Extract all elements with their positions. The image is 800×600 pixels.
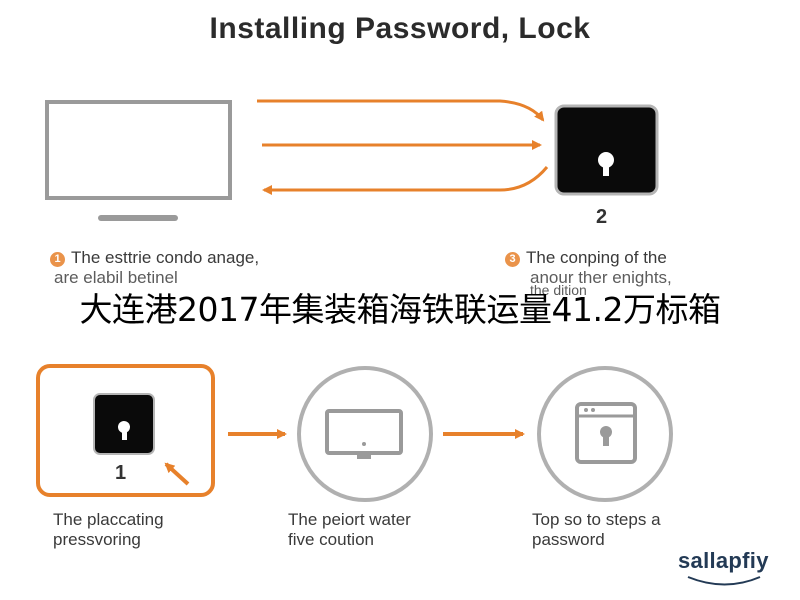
monitor-icon bbox=[45, 100, 232, 221]
keyhole-icon bbox=[118, 421, 130, 440]
step-1-label-line1: The placcating bbox=[53, 510, 164, 529]
step-2-label: The peiort water five coution bbox=[288, 510, 411, 550]
step-3-circle bbox=[537, 366, 673, 502]
news-caption: 大连港2017年集装箱海铁联运量41.2万标箱 bbox=[79, 290, 721, 329]
flow-arrows-top bbox=[257, 99, 549, 195]
step-2-label-line1: The peiort water bbox=[288, 510, 411, 529]
left-note-line2: are elabil betinel bbox=[54, 268, 178, 287]
monitor-icon bbox=[325, 409, 403, 459]
arrow-to-monitor bbox=[262, 166, 549, 195]
browser-lock-icon bbox=[575, 402, 637, 464]
arrow-to-lock-upper bbox=[257, 99, 545, 122]
step-1-label: The placcating pressvoring bbox=[53, 510, 164, 550]
step-2-circle bbox=[297, 366, 433, 502]
right-note-line2: anour ther enights, bbox=[530, 268, 672, 287]
keyhole-icon bbox=[598, 152, 614, 176]
brand-smile-icon bbox=[687, 576, 761, 586]
step-1-label-line2: pressvoring bbox=[53, 530, 141, 549]
step-3-label-line1: Top so to steps a bbox=[532, 510, 661, 529]
step-badge-icon: 3 bbox=[505, 252, 520, 267]
step-number-2: 2 bbox=[596, 206, 608, 228]
left-note: 1 The esttrie condo anage, are elabil bet… bbox=[50, 248, 259, 288]
left-note-line1: The esttrie condo anage, bbox=[71, 248, 260, 267]
right-note-line3: the dition bbox=[530, 282, 587, 298]
pointer-arrow bbox=[164, 462, 190, 486]
step-3-label-line2: password bbox=[532, 530, 605, 549]
brand-logo: sallapfiy bbox=[678, 548, 769, 573]
lock-tile-step-2 bbox=[554, 104, 659, 196]
step-3-label: Top so to steps a password bbox=[532, 510, 661, 550]
right-note-line1: The conping of the bbox=[526, 248, 667, 267]
step-number-1: 1 bbox=[115, 462, 127, 484]
step-2-label-line2: five coution bbox=[288, 530, 374, 549]
step-badge-icon: 1 bbox=[50, 252, 65, 267]
diagram-title: Installing Password, Lock bbox=[209, 12, 591, 45]
step-1-card bbox=[36, 364, 215, 497]
